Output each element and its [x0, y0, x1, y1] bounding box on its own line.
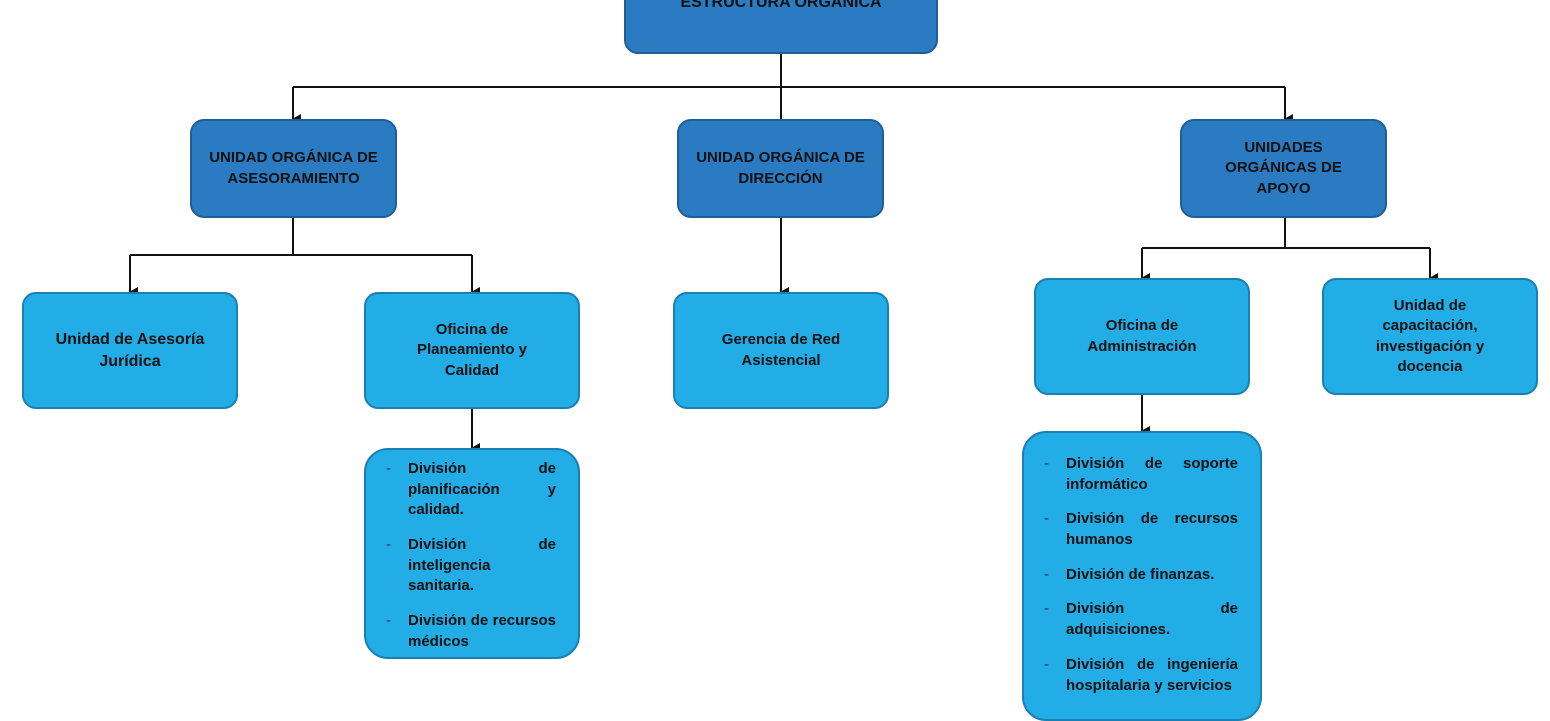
- node-planeamiento: Oficina de Planeamiento y Calidad: [364, 292, 580, 409]
- division-label: División de recursos médicos: [408, 612, 556, 650]
- node-capacitacion: Unidad de capacitación, investigación y …: [1322, 278, 1538, 395]
- division-label: División de planificación y calidad.: [408, 460, 556, 519]
- planeamiento-divisions-box: -División de planificación y calidad. -D…: [364, 448, 580, 659]
- node-unidad-asesoramiento: UNIDAD ORGÁNICA DE ASESORAMIENTO: [190, 119, 397, 218]
- bullet-dash: -: [1044, 510, 1049, 528]
- bullet-dash: -: [386, 612, 391, 630]
- division-item: -División de adquisiciones.: [1024, 599, 1260, 640]
- node-administracion-label: Oficina de Administración: [1087, 317, 1197, 355]
- node-planeamiento-label: Oficina de Planeamiento y Calidad: [416, 321, 528, 379]
- division-label: División de inteligencia sanitaria.: [408, 536, 556, 595]
- bullet-dash: -: [386, 460, 391, 477]
- bullet-dash: -: [1044, 600, 1049, 618]
- node-asesoria-juridica-label: Unidad de Asesoría Jurídica: [55, 330, 205, 370]
- node-unidades-apoyo: UNIDADES ORGÁNICAS DE APOYO: [1180, 119, 1387, 218]
- division-label: División de recursos humanos: [1066, 510, 1238, 549]
- division-item: -División de ingeniería hospitalaria y s…: [1024, 655, 1260, 696]
- division-item: -División de planificación y calidad.: [366, 459, 578, 521]
- planeamiento-divisions-list: -División de planificación y calidad. -D…: [366, 459, 578, 653]
- division-item: -División de recursos humanos: [1024, 509, 1260, 550]
- node-unidades-apoyo-label: UNIDADES ORGÁNICAS DE APOYO: [1225, 139, 1342, 197]
- bullet-dash: -: [1044, 455, 1049, 472]
- node-capacitacion-label: Unidad de capacitación, investigación y …: [1375, 297, 1485, 375]
- node-gerencia-red-label: Gerencia de Red Asistencial: [721, 331, 841, 369]
- division-label: División de ingeniería hospitalaria y se…: [1066, 655, 1238, 694]
- administracion-divisions-list: -División de soporte informático -Divisi…: [1024, 454, 1260, 696]
- bullet-dash: -: [386, 536, 391, 554]
- node-administracion: Oficina de Administración: [1034, 278, 1250, 395]
- node-asesoria-juridica: Unidad de Asesoría Jurídica: [22, 292, 238, 409]
- bullet-dash: -: [1044, 565, 1049, 583]
- title-box: ESTRUCTURA ORGANICA: [624, 0, 938, 54]
- node-gerencia-red: Gerencia de Red Asistencial: [673, 292, 889, 409]
- division-label: División de soporte informático: [1066, 455, 1238, 493]
- division-item: -División de recursos médicos: [366, 611, 578, 652]
- bullet-dash: -: [1044, 655, 1049, 673]
- division-item: -División de inteligencia sanitaria.: [366, 535, 578, 597]
- division-label: División de finanzas.: [1066, 565, 1215, 583]
- title-text: ESTRUCTURA ORGANICA: [680, 0, 882, 11]
- connector-lines: [129, 53, 1438, 453]
- administracion-divisions-box: -División de soporte informático -Divisi…: [1022, 431, 1262, 721]
- node-unidad-direccion-label: UNIDAD ORGÁNICA DE DIRECCIÓN: [696, 149, 865, 187]
- division-item: -División de finanzas.: [1024, 565, 1260, 586]
- node-unidad-asesoramiento-label: UNIDAD ORGÁNICA DE ASESORAMIENTO: [209, 149, 378, 187]
- node-unidad-direccion: UNIDAD ORGÁNICA DE DIRECCIÓN: [677, 119, 884, 218]
- division-label: División de adquisiciones.: [1066, 600, 1238, 639]
- division-item: -División de soporte informático: [1024, 454, 1260, 495]
